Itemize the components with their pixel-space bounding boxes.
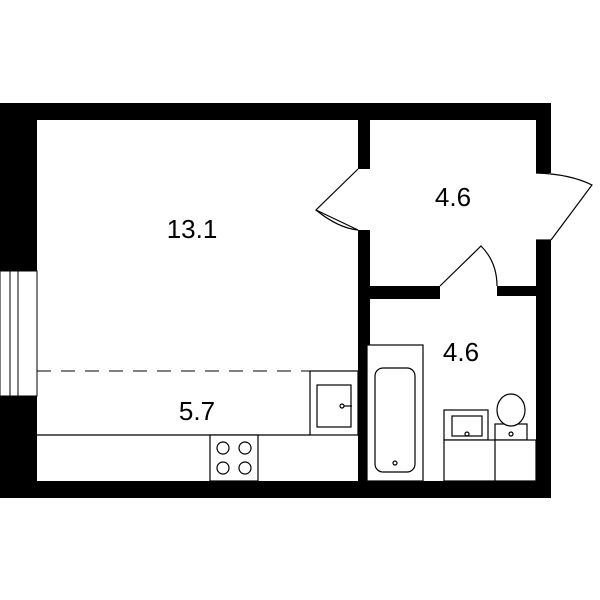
- walls: [0, 103, 551, 498]
- wall-right-upper: [536, 103, 551, 173]
- door-entrance: [535, 172, 593, 241]
- wall-right-lower: [536, 240, 551, 498]
- wall-bath-right: [497, 286, 551, 296]
- toilet: [494, 393, 528, 441]
- wall-left-upper: [0, 103, 37, 271]
- wall-bath-left: [358, 286, 440, 299]
- wall-bottom: [0, 481, 551, 498]
- door-hallway-to-living: [314, 168, 359, 231]
- bathroom-sink: [443, 409, 489, 441]
- stove: [209, 434, 259, 482]
- door-bathroom: [439, 245, 498, 287]
- window-left: [0, 270, 38, 397]
- wall-partition-upper: [358, 103, 370, 169]
- wall-top: [0, 103, 551, 120]
- kitchen-counter: [37, 370, 359, 436]
- area-label-kitchen-zone: 5.7: [179, 396, 215, 426]
- washer-cabinet: [443, 439, 537, 482]
- bathtub: [366, 344, 424, 482]
- wall-left-lower: [0, 396, 37, 498]
- area-label-living-room: 13.1: [167, 214, 218, 244]
- area-label-bathroom: 4.6: [443, 337, 479, 367]
- area-label-hallway: 4.6: [435, 182, 471, 212]
